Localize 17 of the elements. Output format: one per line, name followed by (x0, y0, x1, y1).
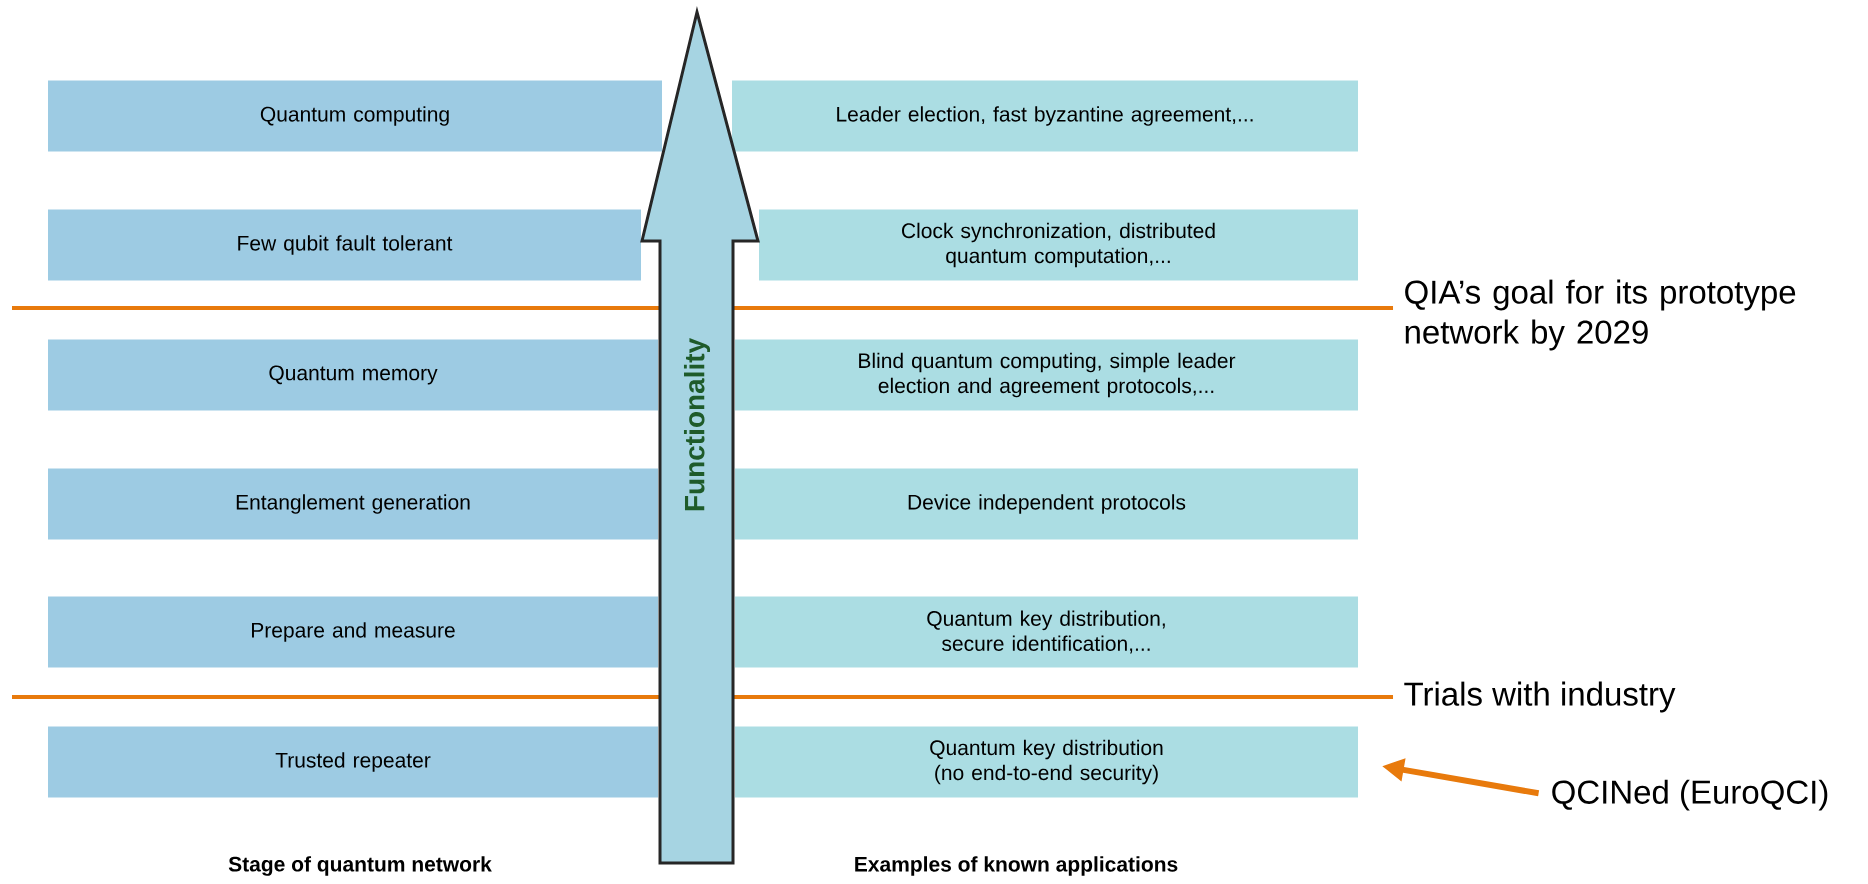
column-heading: Stage of quantum network (228, 856, 492, 876)
application-band: Blind quantum computing, simple leader election and agreement protocols,... (735, 339, 1358, 411)
stage-band: Quantum memory (48, 339, 658, 411)
application-band: Clock synchronization, distributed quantum computation,... (759, 209, 1358, 281)
note-text: QIA’s goal for its prototype network by 2029 (1405, 279, 1796, 351)
application-band: Device independent protocols (735, 468, 1358, 540)
stage-band: Prepare and measure (48, 596, 658, 668)
stage-band: Trusted repeater (48, 726, 658, 798)
annotation-text: QCINed (EuroQCI) (1552, 779, 1828, 811)
stage-band: Quantum computing (48, 80, 662, 152)
application-band: Leader election, fast byzantine agreement,... (732, 80, 1358, 152)
stage-band: Entanglement generation (48, 468, 658, 540)
note-text: Trials with industry (1404, 681, 1676, 713)
application-band: Quantum key distribution (no end-to-end security) (735, 726, 1358, 798)
stage-band: Few qubit fault tolerant (48, 209, 641, 281)
column-heading: Examples of known applications (855, 856, 1178, 876)
application-band: Quantum key distribution, secure identification,... (735, 596, 1358, 668)
